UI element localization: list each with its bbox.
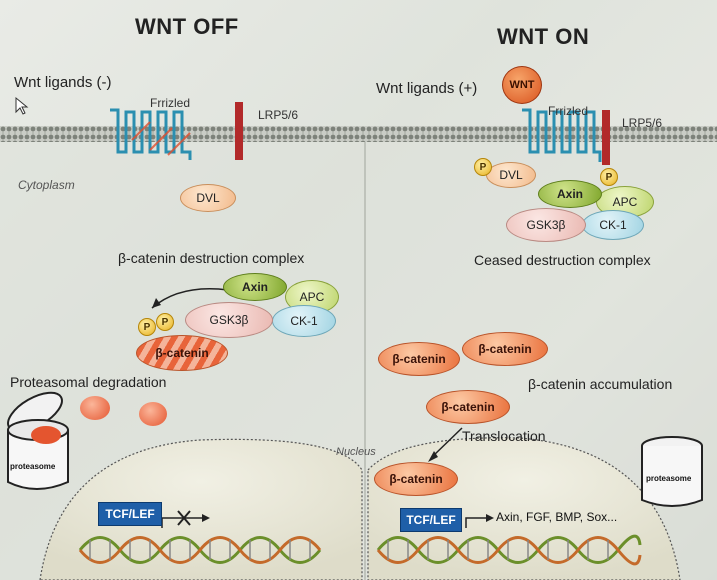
dna-helix-right bbox=[376, 534, 642, 566]
phosphate-badge-1: P bbox=[138, 318, 156, 336]
axin-right: Axin bbox=[538, 180, 602, 208]
proteasome-right-graphic bbox=[641, 436, 703, 507]
lrp-receptor-right bbox=[602, 110, 610, 165]
frizzled-inactive-hatch bbox=[131, 121, 191, 156]
translocation-label: Translocation bbox=[462, 428, 546, 444]
accumulation-label: β-catenin accumulation bbox=[528, 376, 673, 392]
frizzled-label-right: Frrizled bbox=[548, 104, 589, 118]
ck1-right: CK-1 bbox=[582, 210, 644, 240]
active-transcription-arrow bbox=[465, 517, 488, 528]
phosphate-badge-2: P bbox=[156, 313, 174, 331]
destruction-complex-label: β-catenin destruction complex bbox=[118, 250, 305, 266]
nucleus-left bbox=[39, 438, 363, 580]
wnt-ligand: WNT bbox=[502, 66, 542, 104]
dvl-left: DVL bbox=[180, 184, 236, 212]
dvl-right: DVL bbox=[486, 162, 536, 188]
lrp-label-right: LRP5/6 bbox=[622, 116, 663, 130]
gsk3b-left: GSK3β bbox=[185, 302, 273, 338]
beta-catenin-3: β-catenin bbox=[426, 390, 510, 424]
translocation-arrow-head bbox=[428, 451, 438, 462]
title-wnt-off: WNT OFF bbox=[135, 14, 239, 39]
frizzled-receptor-right bbox=[522, 108, 602, 162]
translocation-arrow bbox=[431, 427, 463, 458]
lrp-receptor-left bbox=[235, 102, 243, 160]
phospho-arrow-head bbox=[152, 298, 161, 308]
beta-catenin-2: β-catenin bbox=[378, 342, 460, 376]
proteasome-label-left: proteasome bbox=[10, 462, 56, 471]
degraded-fragment-1 bbox=[80, 396, 110, 420]
tcf-lef-left: TCF/LEF bbox=[98, 502, 162, 526]
phosphate-badge-lrp: P bbox=[600, 168, 618, 186]
axin-left: Axin bbox=[223, 273, 287, 301]
proteasome-left-graphic bbox=[7, 391, 69, 490]
proteasome-label-right: proteasome bbox=[646, 474, 692, 483]
cursor-icon bbox=[15, 96, 29, 115]
beta-catenin-nuclear: β-catenin bbox=[374, 462, 458, 496]
frizzled-receptor-left bbox=[110, 108, 192, 160]
title-wnt-on: WNT ON bbox=[497, 24, 590, 49]
phosphate-badge-dvl: P bbox=[474, 158, 492, 176]
nucleus-label: Nucleus bbox=[336, 446, 376, 458]
wnt-ligands-absent-label: Wnt ligands (-) bbox=[14, 74, 112, 91]
beta-catenin-1: β-catenin bbox=[462, 332, 548, 366]
cytoplasm-label: Cytoplasm bbox=[18, 178, 75, 192]
beta-catenin-phosphorylated: β-catenin bbox=[136, 335, 228, 371]
ck1-left: CK-1 bbox=[272, 305, 336, 337]
gsk3b-right: GSK3β bbox=[506, 208, 586, 242]
blocked-transcription-arrow bbox=[161, 517, 205, 528]
blocked-x-icon bbox=[177, 510, 191, 526]
frizzled-label-left: Frrizled bbox=[150, 96, 191, 110]
lrp-label-left: LRP5/6 bbox=[258, 108, 299, 122]
target-genes-label: Axin, FGF, BMP, Sox... bbox=[496, 510, 618, 524]
wnt-ligands-present-label: Wnt ligands (+) bbox=[376, 80, 478, 97]
tcf-lef-right: TCF/LEF bbox=[400, 508, 462, 532]
dna-helix-left bbox=[78, 536, 322, 564]
proteasomal-degradation-label: Proteasomal degradation bbox=[10, 374, 167, 390]
ceased-complex-label: Ceased destruction complex bbox=[474, 252, 651, 268]
degraded-fragment-2 bbox=[139, 402, 167, 426]
